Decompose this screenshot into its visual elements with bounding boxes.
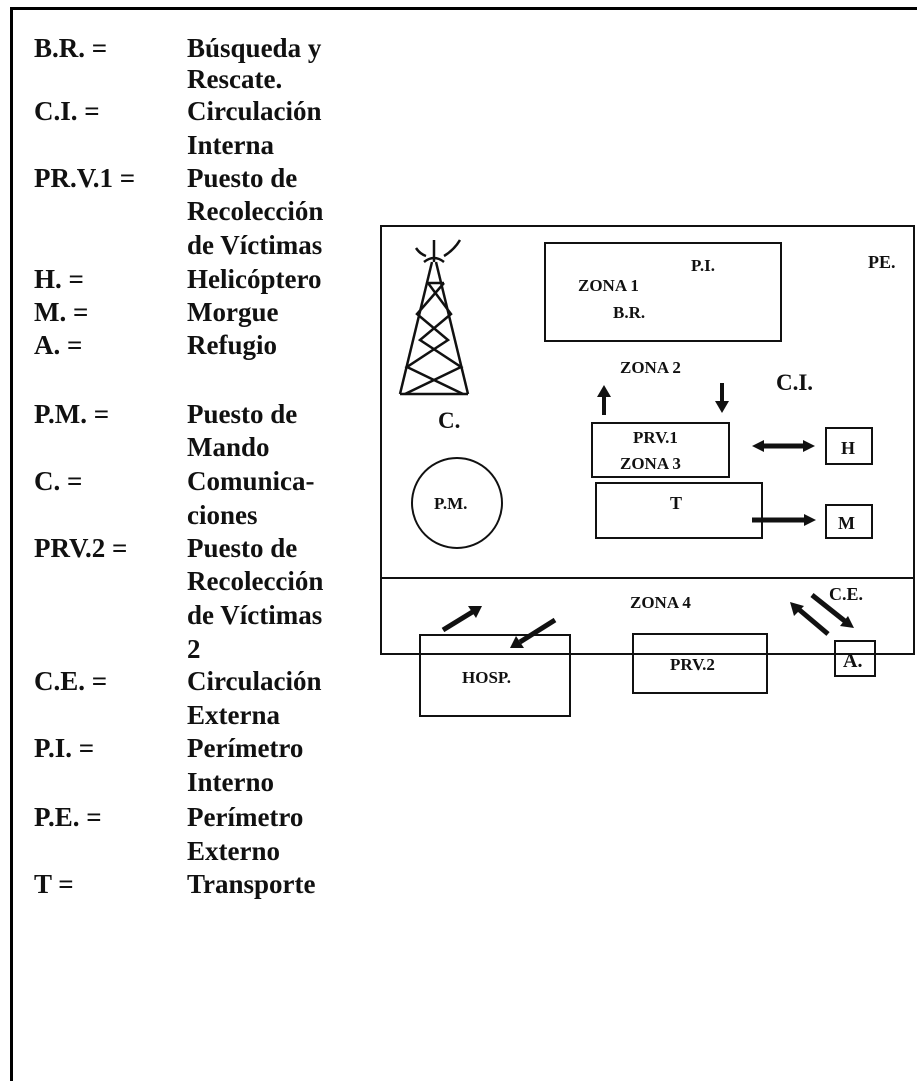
frame-left-border <box>10 7 13 1081</box>
ci-label: C.I. <box>776 370 813 395</box>
helicopter-box <box>825 427 873 465</box>
zona2-label: ZONA 2 <box>620 358 681 377</box>
zona3-label: ZONA 3 <box>620 454 681 473</box>
legend-code-pi: P.I. = <box>34 733 95 763</box>
legend-code-prv1: PR.V.1 = <box>34 163 136 193</box>
legend-desc-pe-2: Externo <box>187 836 280 866</box>
command-post-circle <box>411 457 503 549</box>
legend-desc-prv2-4: 2 <box>187 634 201 664</box>
double-arrow-icon <box>752 440 815 452</box>
pm-label: P.M. <box>434 494 467 513</box>
legend-desc-ce-1: Circulación <box>187 666 322 696</box>
legend-desc-pm-1: Puesto de <box>187 399 298 429</box>
legend-code-pe: P.E. = <box>34 802 102 832</box>
br-label: B.R. <box>613 303 645 322</box>
legend-code-t: T = <box>34 869 74 899</box>
prv2-label: PRV.2 <box>670 655 715 674</box>
legend-desc-ci-1: Circulación <box>187 96 322 126</box>
zona1-label: ZONA 1 <box>578 276 639 295</box>
pi-label: P.I. <box>691 256 715 275</box>
legend-desc-ce-2: Externa <box>187 700 280 730</box>
prv1-box <box>591 422 730 478</box>
hospital-box <box>419 634 571 717</box>
legend-code-br: B.R. = <box>34 33 108 63</box>
legend-code-prv2: PRV.2 = <box>34 533 128 563</box>
legend-desc-h-1: Helicóptero <box>187 264 322 294</box>
legend-code-a: A. = <box>34 330 83 360</box>
morgue-box <box>825 504 873 539</box>
legend-desc-prv1-2: Recolección <box>187 196 324 226</box>
legend-desc-br-2: Rescate. <box>187 64 283 94</box>
legend-desc-br-1: Búsqueda y <box>187 33 322 63</box>
t-label: T <box>670 493 682 513</box>
legend-desc-pi-1: Perímetro <box>187 733 304 763</box>
legend-desc-prv2-2: Recolección <box>187 566 324 596</box>
a-label: A. <box>843 650 862 672</box>
up-arrow-icon <box>597 385 611 415</box>
prv1-label: PRV.1 <box>633 428 678 447</box>
transport-box <box>595 482 763 539</box>
diagonal-arrow-down-left-icon <box>510 617 557 648</box>
hosp-label: HOSP. <box>462 668 511 687</box>
diagonal-arrow-pair-icon <box>790 593 854 636</box>
legend-desc-c-1: Comunica- <box>187 466 315 496</box>
legend-desc-ci-2: Interna <box>187 130 274 160</box>
legend-code-ce: C.E. = <box>34 666 108 696</box>
down-arrow-icon <box>715 383 729 413</box>
legend-desc-prv1-1: Puesto de <box>187 163 298 193</box>
legend-desc-prv2-1: Puesto de <box>187 533 298 563</box>
legend-code-ci: C.I. = <box>34 96 100 126</box>
legend-desc-pe-1: Perímetro <box>187 802 304 832</box>
legend-desc-pm-2: Mando <box>187 432 270 462</box>
legend-desc-a-1: Refugio <box>187 330 277 360</box>
pe-label: PE. <box>868 252 896 272</box>
right-arrow-icon <box>752 514 816 526</box>
zona4-label: ZONA 4 <box>630 593 691 612</box>
legend-desc-t-1: Transporte <box>187 869 316 899</box>
legend-code-m: M. = <box>34 297 89 327</box>
h-label: H <box>841 438 855 458</box>
legend-desc-prv2-3: de Víctimas <box>187 600 323 630</box>
legend: B.R. = Búsqueda y Rescate. C.I. = Circul… <box>0 0 360 1081</box>
legend-desc-prv1-3: de Víctimas <box>187 230 323 260</box>
frame-top-border <box>10 7 917 10</box>
ce-label: C.E. <box>829 584 863 604</box>
legend-desc-pi-2: Interno <box>187 767 274 797</box>
legend-desc-c-2: ciones <box>187 500 258 530</box>
legend-code-c: C. = <box>34 466 83 496</box>
diagonal-arrow-up-right-icon <box>441 606 482 633</box>
external-perimeter-box <box>380 225 915 655</box>
refuge-box <box>834 640 876 677</box>
legend-code-h: H. = <box>34 264 84 294</box>
prv2-box <box>632 633 768 694</box>
zona1-box <box>544 242 782 342</box>
m-label: M <box>838 513 855 533</box>
legend-code-pm: P.M. = <box>34 399 110 429</box>
c-label: C. <box>438 408 460 433</box>
legend-desc-m-1: Morgue <box>187 297 279 327</box>
antenna-tower-icon <box>398 239 470 396</box>
